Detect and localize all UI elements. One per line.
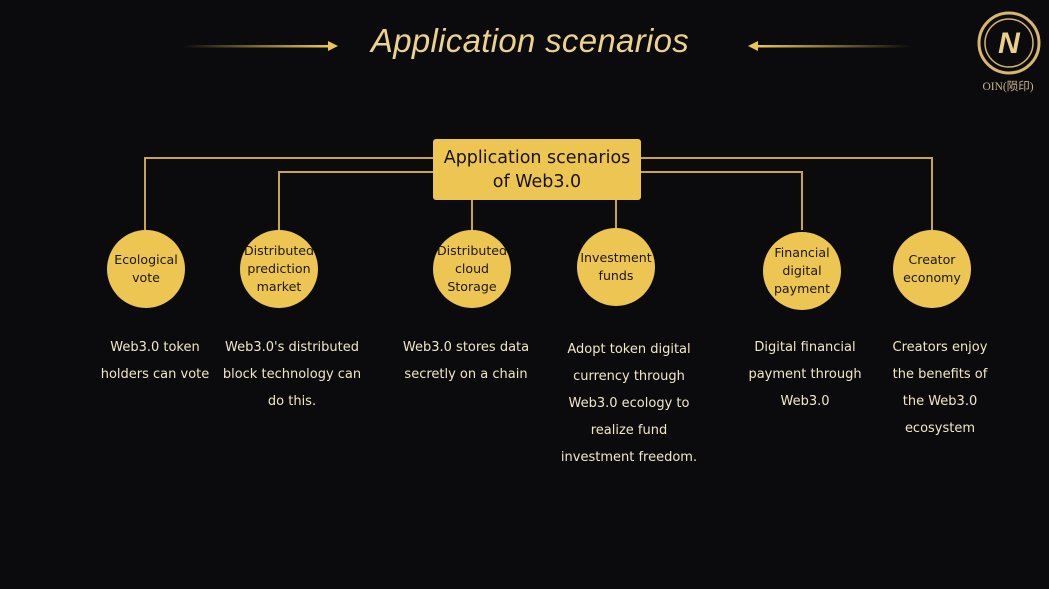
scenario-description: Adopt token digital currency through Web… [560,342,698,465]
scenario-label: Financial digital payment [773,245,831,296]
scenario-label: Investment funds [580,250,652,283]
scenario-node-digital-payment: Financial digital payment [763,232,841,310]
scenario-description: Web3.0 stores data secretly on a chain [402,340,530,382]
left-arrow-decoration [182,41,338,51]
scenario-description: Digital financial payment through Web3.0 [748,340,862,409]
logo-caption: OIN(陨印) [982,81,1034,93]
scenario-node-ecological-vote: Ecological vote [107,230,185,308]
root-node: Application scenarios of Web3.0 [433,139,641,200]
right-arrow-decoration [748,41,912,51]
scenario-description: Web3.0 token holders can vote [100,340,210,382]
scenario-node-investment-funds: Investment funds [577,228,655,306]
scenario-label: Creator economy [903,252,961,285]
scenario-description: Web3.0's distributed block technology ca… [222,340,362,409]
scenario-label: Ecological vote [114,252,178,285]
scenario-node-creator-economy: Creator economy [893,230,971,308]
page-title: Application scenarios [370,22,690,59]
oin-logo-icon: N [977,11,1041,75]
scenario-node-prediction-market: Distributed prediction market [240,230,318,308]
logo-letter: N [998,27,1021,60]
scenario-description: Creators enjoy the benefits of the Web3.… [892,340,988,436]
scenario-label: Distributed cloud Storage [436,243,508,294]
scenario-node-cloud-storage: Distributed cloud Storage [433,230,511,308]
scenario-label: Distributed prediction market [243,243,315,294]
